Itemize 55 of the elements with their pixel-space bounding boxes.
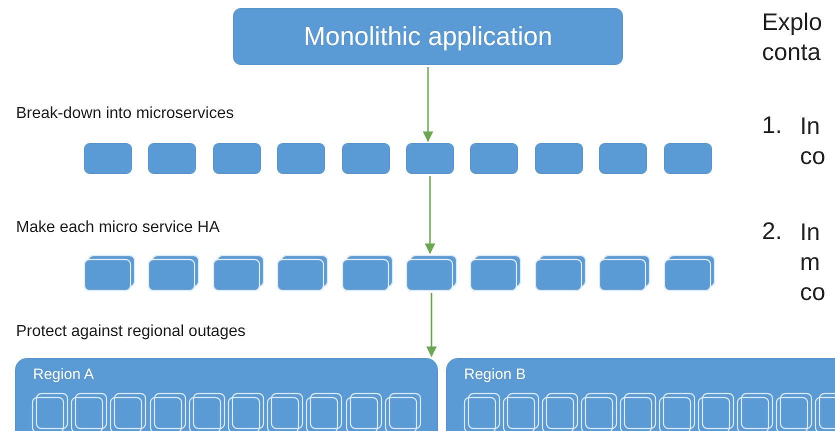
service-box [406, 143, 454, 174]
stacked-service-box [71, 393, 108, 431]
list-number: 2. [762, 218, 782, 246]
stacked-service-box [659, 393, 695, 431]
region-panel [15, 358, 438, 431]
list-item-text: In m co [800, 218, 826, 308]
stacked-service-box [542, 393, 578, 431]
service-box [277, 143, 326, 174]
step-label: Protect against regional outages [16, 323, 246, 341]
service-box [534, 143, 583, 174]
stacked-service-box [599, 255, 650, 291]
process-box: Monolithic application [233, 8, 623, 65]
stacked-service-box [620, 393, 656, 431]
service-box [212, 143, 261, 174]
stacked-service-box [581, 393, 617, 431]
stacked-service-box [406, 255, 457, 291]
stacked-service-box [737, 393, 773, 431]
stacked-service-box [84, 255, 135, 291]
stacked-service-box [470, 255, 522, 291]
region-panel [446, 358, 835, 431]
stacked-service-box [503, 393, 539, 431]
service-box [342, 143, 390, 174]
stacked-service-box [534, 255, 586, 291]
stacked-service-box [306, 393, 342, 431]
arrow [426, 293, 437, 358]
arrow [424, 176, 436, 254]
service-box [664, 143, 712, 174]
service-box [470, 143, 518, 174]
service-box [84, 143, 132, 174]
stacked-service-box [698, 393, 734, 431]
stacked-service-box [110, 393, 146, 431]
stacked-service-box [188, 393, 225, 431]
list-item-text: In co [800, 112, 826, 172]
stacked-service-box [342, 255, 393, 291]
region-title: Region B [464, 366, 526, 383]
stacked-service-box [464, 393, 500, 431]
stacked-service-box [277, 255, 328, 291]
stacked-service-box [346, 393, 382, 431]
stacked-service-box [267, 393, 304, 431]
stacked-service-box [384, 393, 421, 431]
stacked-service-box [664, 255, 715, 291]
list-number: 1. [762, 112, 782, 140]
stacked-service-box [212, 255, 264, 291]
service-box [148, 143, 196, 174]
stacked-service-box [776, 393, 812, 431]
step-label: Break-down into microservices [16, 105, 234, 123]
paragraph-text: Explo conta [762, 8, 824, 68]
service-box [599, 143, 648, 174]
region-title: Region A [33, 366, 94, 383]
step-label: Make each micro service HA [16, 219, 220, 237]
arrow [422, 67, 434, 142]
stacked-service-box [148, 255, 200, 291]
stacked-service-box [228, 393, 264, 431]
stacked-service-box [32, 393, 68, 431]
stacked-service-box [150, 393, 186, 431]
